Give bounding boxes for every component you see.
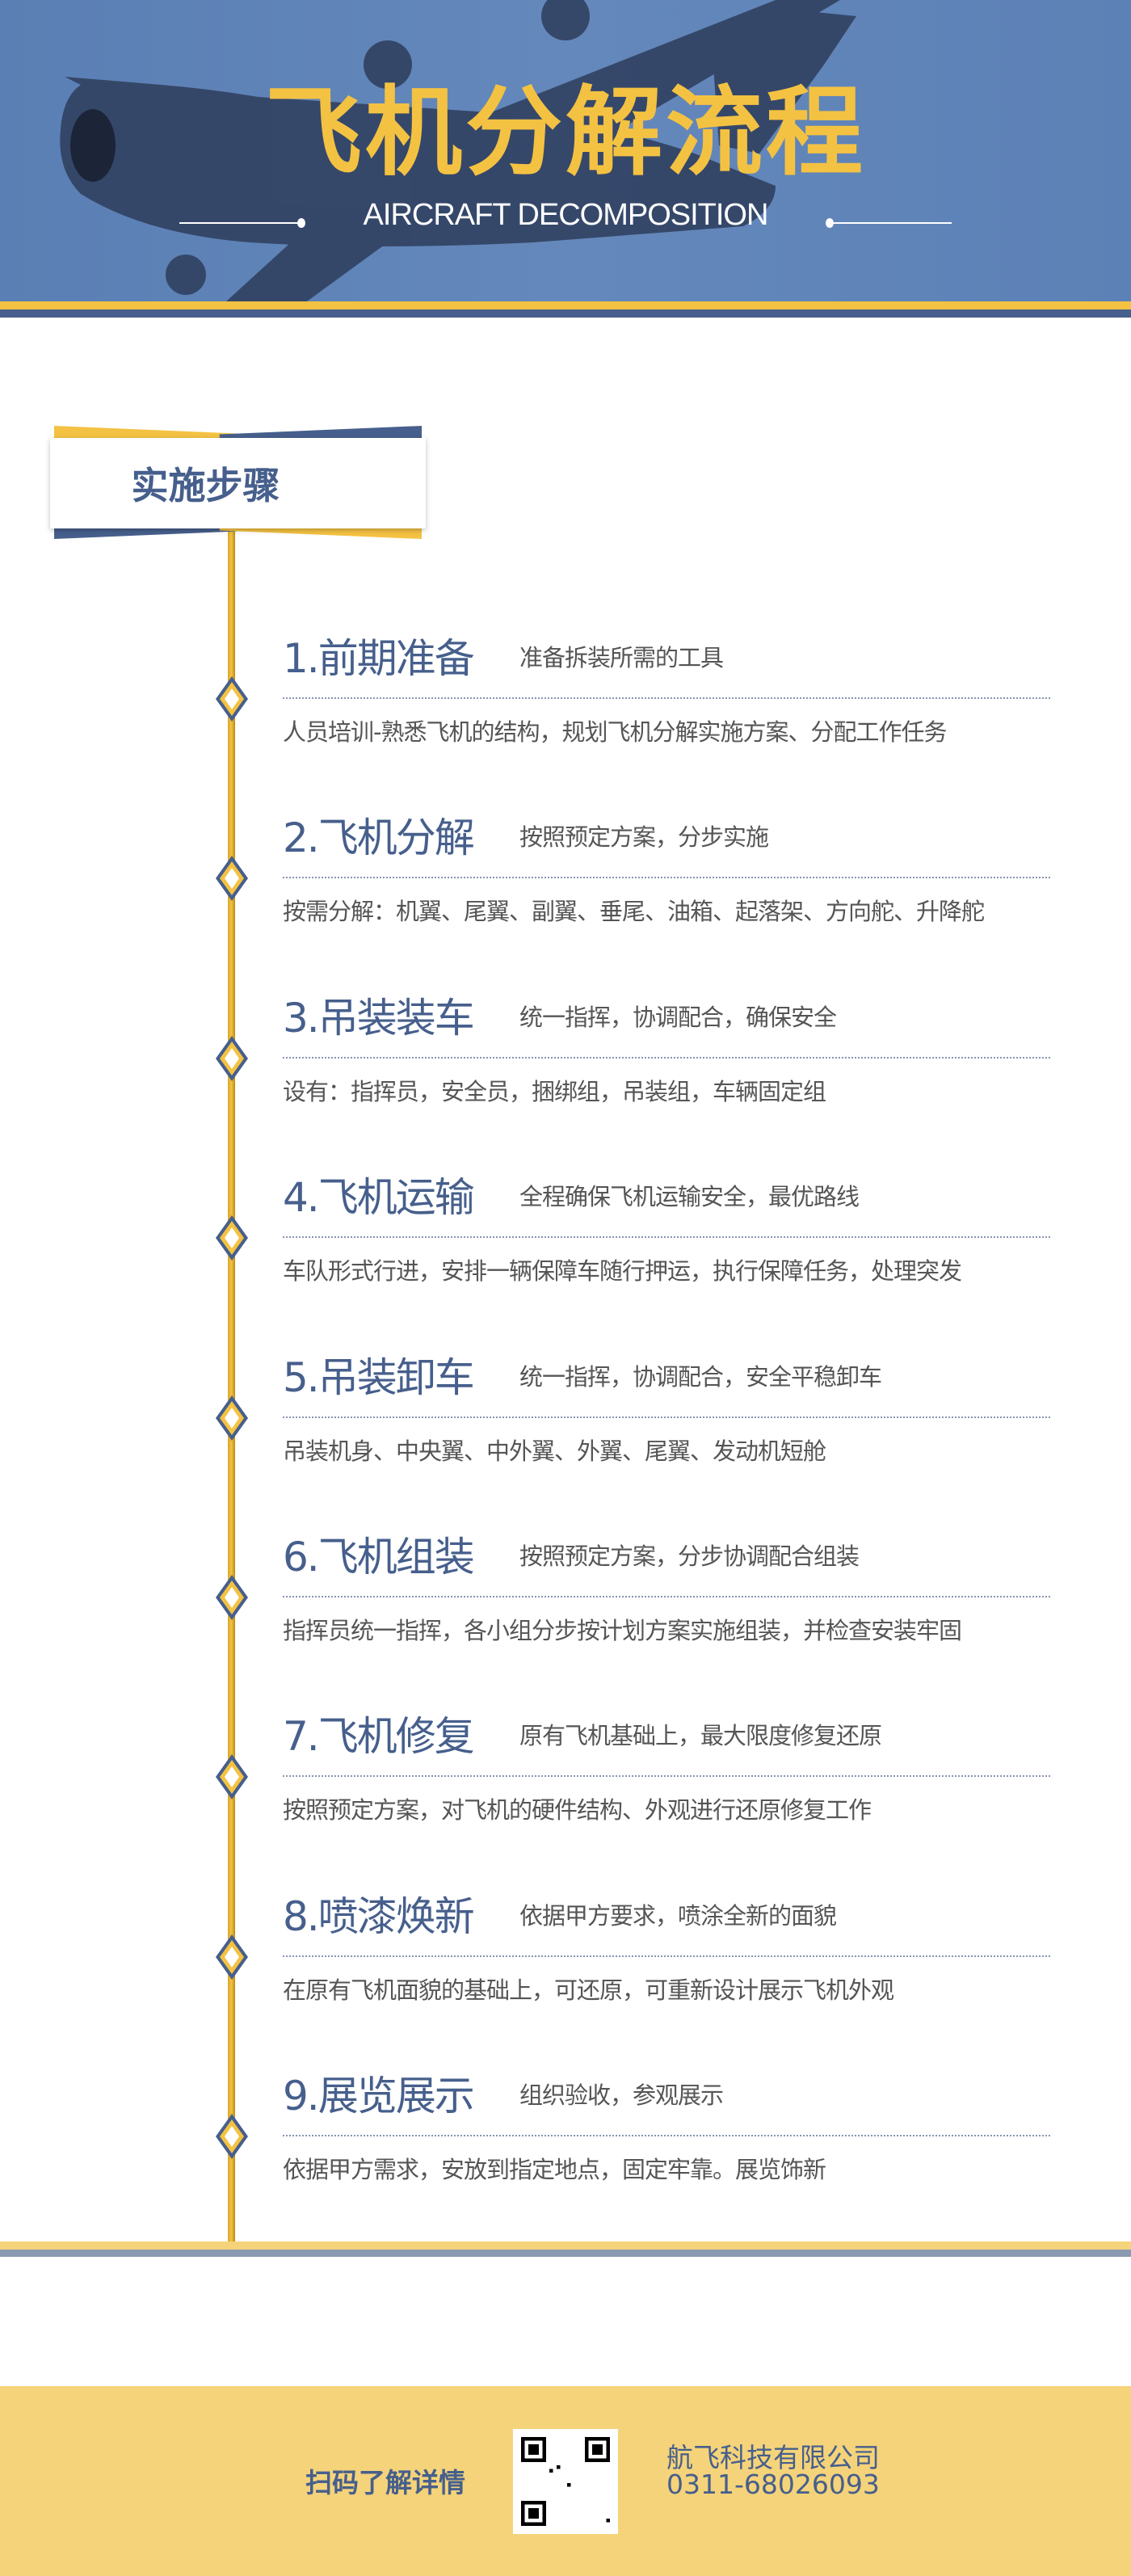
step-description: 依据甲方需求，安放到指定地点，固定牢靠。展览饰新 xyxy=(283,2156,826,2184)
step-description: 指挥员统一指挥，各小组分步按计划方案实施组装，并检查安装牢固 xyxy=(283,1617,962,1644)
diamond-marker-icon xyxy=(216,1035,248,1081)
step-item: 2.飞机分解 按照预定方案，分步实施按需分解：机翼、尾翼、副翼、垂尾、油箱、起落架… xyxy=(0,812,1131,974)
step-title: 5.吊装卸车 xyxy=(283,1353,475,1401)
step-divider xyxy=(283,1056,1050,1059)
page-title: 飞机分解流程 xyxy=(265,77,866,189)
step-subtitle: 按照预定方案，分步实施 xyxy=(519,823,769,852)
step-item: 8.喷漆焕新 依据甲方要求，喷涂全新的面貌在原有飞机面貌的基础上，可还原，可重新设… xyxy=(0,1891,1131,2052)
step-title: 3.吊装装车 xyxy=(283,994,475,1042)
diamond-marker-icon xyxy=(216,1575,248,1620)
step-title: 4.飞机运输 xyxy=(283,1174,475,1222)
footer-divider-blue xyxy=(0,2250,1131,2257)
step-subtitle: 组织验收，参观展示 xyxy=(519,2081,724,2110)
step-subtitle: 原有飞机基础上，最大限度修复还原 xyxy=(519,1722,882,1750)
qr-code[interactable] xyxy=(513,2429,618,2534)
step-divider xyxy=(283,877,1050,879)
section-heading-card: 实施步骤 xyxy=(50,426,426,539)
diamond-marker-icon xyxy=(216,1934,248,1980)
step-item: 7.飞机修复 原有飞机基础上，最大限度修复还原按照预定方案，对飞机的硬件结构、外观… xyxy=(0,1711,1131,1872)
step-item: 1.前期准备 准备拆装所需的工具人员培训-熟悉飞机的结构，规划飞机分解实施方案、分… xyxy=(0,633,1131,794)
diamond-marker-icon xyxy=(216,1395,248,1441)
step-divider xyxy=(283,1416,1050,1418)
decor-dot-right xyxy=(826,218,834,228)
step-title: 2.飞机分解 xyxy=(283,814,475,862)
diamond-marker-icon xyxy=(216,1754,248,1800)
step-divider xyxy=(283,2135,1050,2137)
step-title: 6.飞机组装 xyxy=(283,1534,475,1581)
step-subtitle: 按照预定方案，分步协调配合组装 xyxy=(519,1543,860,1570)
decor-line-left xyxy=(179,222,301,224)
step-item: 6.飞机组装 按照预定方案，分步协调配合组装指挥员统一指挥，各小组分步按计划方案实… xyxy=(0,1531,1131,1693)
step-divider xyxy=(283,1955,1050,1957)
company-name: 航飞科技有限公司 xyxy=(666,2442,880,2473)
step-item: 9.展览展示 组织验收，参观展示依据甲方需求，安放到指定地点，固定牢靠。展览饰新 xyxy=(0,2070,1131,2232)
step-subtitle: 统一指挥，协调配合，安全平稳卸车 xyxy=(519,1362,882,1391)
timeline-line xyxy=(228,529,235,2241)
step-item: 3.吊装装车 统一指挥，协调配合，确保安全设有：指挥员，安全员，捆绑组，吊装组，车… xyxy=(0,992,1131,1154)
header-divider-blue xyxy=(0,309,1131,318)
diamond-marker-icon xyxy=(216,856,248,902)
step-subtitle: 准备拆装所需的工具 xyxy=(519,644,724,671)
decor-dot-left xyxy=(297,218,305,228)
header-banner: 飞机分解流程 AIRCRAFT DECOMPOSITION xyxy=(0,0,1131,301)
step-subtitle: 统一指挥，协调配合，确保安全 xyxy=(519,1003,837,1031)
step-item: 5.吊装卸车 统一指挥，协调配合，安全平稳卸车吊装机身、中央翼、中外翼、外翼、尾翼… xyxy=(0,1352,1131,1513)
step-description: 人员培训-熟悉飞机的结构，规划飞机分解实施方案、分配工作任务 xyxy=(283,718,947,746)
step-title: 7.飞机修复 xyxy=(283,1713,475,1761)
step-description: 按照预定方案，对飞机的硬件结构、外观进行还原修复工作 xyxy=(283,1796,872,1825)
footer: 扫码了解详情 航飞科技有限公司 0311-68026093 xyxy=(0,2386,1131,2576)
step-description: 在原有飞机面貌的基础上，可还原，可重新设计展示飞机外观 xyxy=(283,1976,894,2004)
step-divider xyxy=(283,1596,1050,1597)
step-description: 车队形式行进，安排一辆保障车随行押运，执行保障任务，处理突发 xyxy=(283,1257,962,1286)
step-divider xyxy=(283,1775,1050,1778)
diamond-marker-icon xyxy=(216,676,248,722)
diamond-marker-icon xyxy=(216,2114,248,2160)
step-subtitle: 全程确保飞机运输安全，最优路线 xyxy=(519,1183,860,1211)
scan-label: 扫码了解详情 xyxy=(305,2467,465,2498)
step-description: 吊装机身、中央翼、中外翼、外翼、尾翼、发动机短舱 xyxy=(283,1437,826,1465)
step-title: 9.展览展示 xyxy=(283,2073,475,2120)
diamond-marker-icon xyxy=(216,1215,248,1261)
header-divider-yellow xyxy=(0,301,1131,309)
step-title: 1.前期准备 xyxy=(283,635,475,682)
step-title: 8.喷漆焕新 xyxy=(283,1892,475,1940)
step-description: 按需分解：机翼、尾翼、副翼、垂尾、油箱、起落架、方向舵、升降舵 xyxy=(283,898,985,926)
aircraft-image xyxy=(60,0,856,301)
section-heading: 实施步骤 xyxy=(131,464,280,507)
step-subtitle: 依据甲方要求，喷涂全新的面貌 xyxy=(519,1901,837,1930)
step-description: 设有：指挥员，安全员，捆绑组，吊装组，车辆固定组 xyxy=(283,1077,826,1105)
step-divider xyxy=(283,1236,1050,1239)
company-phone[interactable]: 0311-68026093 xyxy=(666,2469,880,2500)
footer-divider-yellow xyxy=(0,2241,1131,2250)
step-divider xyxy=(283,697,1050,699)
decor-line-right xyxy=(830,222,952,224)
step-item: 4.飞机运输 全程确保飞机运输安全，最优路线车队形式行进，安排一辆保障车随行押运，… xyxy=(0,1172,1131,1333)
page-subtitle: AIRCRAFT DECOMPOSITION xyxy=(363,198,769,232)
